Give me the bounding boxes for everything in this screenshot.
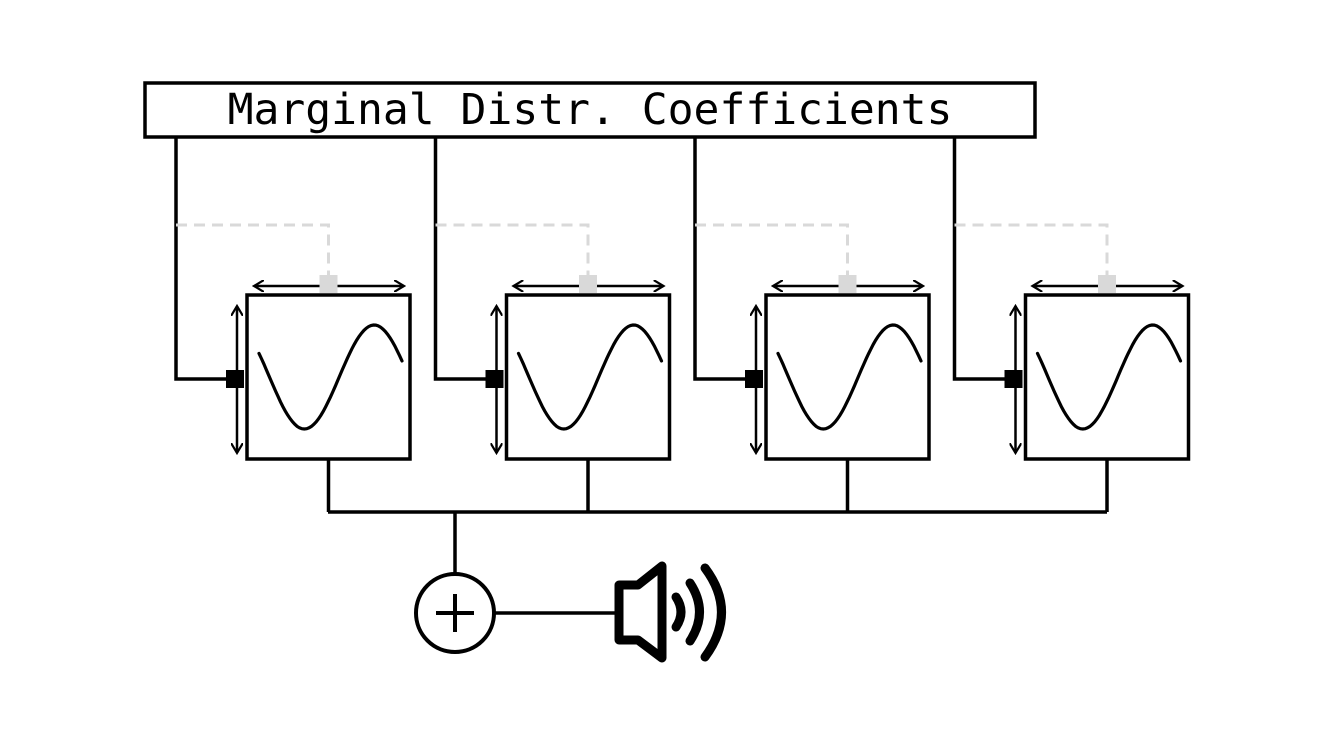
amplitude-wire bbox=[693, 137, 751, 381]
oscillator-unit bbox=[433, 137, 672, 512]
amplitude-handle bbox=[745, 370, 763, 388]
sine-wave-icon bbox=[516, 323, 664, 431]
sine-wave-icon bbox=[257, 323, 404, 431]
amplitude-wire bbox=[952, 137, 1011, 381]
oscillator-unit bbox=[952, 137, 1191, 512]
coefficients-title: Marginal Distr. Coefficients bbox=[228, 85, 953, 135]
oscillator-unit bbox=[174, 137, 412, 512]
plus-circle-icon bbox=[414, 572, 496, 654]
oscillator-box bbox=[245, 293, 412, 461]
plus-sign bbox=[436, 594, 474, 632]
amplitude-handle bbox=[1004, 370, 1023, 388]
sound-wave-medium bbox=[685, 578, 704, 646]
summing-bus bbox=[328, 510, 1107, 574]
oscillator-box bbox=[1023, 293, 1191, 461]
oscillator-unit bbox=[693, 137, 931, 512]
sound-wave-large bbox=[700, 563, 726, 662]
frequency-link bbox=[695, 223, 849, 278]
frequency-link bbox=[435, 223, 590, 278]
oscillator-box bbox=[764, 293, 931, 461]
amplitude-handle bbox=[485, 370, 504, 388]
frequency-link bbox=[176, 223, 330, 278]
coefficients-box-frame bbox=[143, 81, 1037, 139]
speaker-icon bbox=[614, 561, 726, 663]
oscillator-box bbox=[504, 293, 672, 461]
amplitude-handle bbox=[226, 370, 244, 388]
frequency-handle bbox=[579, 275, 597, 293]
coefficients-box: Marginal Distr. Coefficients bbox=[143, 81, 1037, 139]
frequency-handle bbox=[1098, 275, 1116, 293]
sound-wave-small bbox=[671, 592, 686, 632]
frequency-link bbox=[954, 223, 1109, 278]
amplitude-wire bbox=[433, 137, 492, 381]
frequency-handle bbox=[319, 275, 338, 293]
frequency-handle bbox=[838, 275, 857, 293]
sine-wave-icon bbox=[1035, 323, 1183, 431]
oscillator-units bbox=[174, 137, 1191, 512]
sine-wave-icon bbox=[776, 323, 923, 431]
speaker-body bbox=[614, 561, 667, 663]
amplitude-wire bbox=[174, 137, 232, 381]
